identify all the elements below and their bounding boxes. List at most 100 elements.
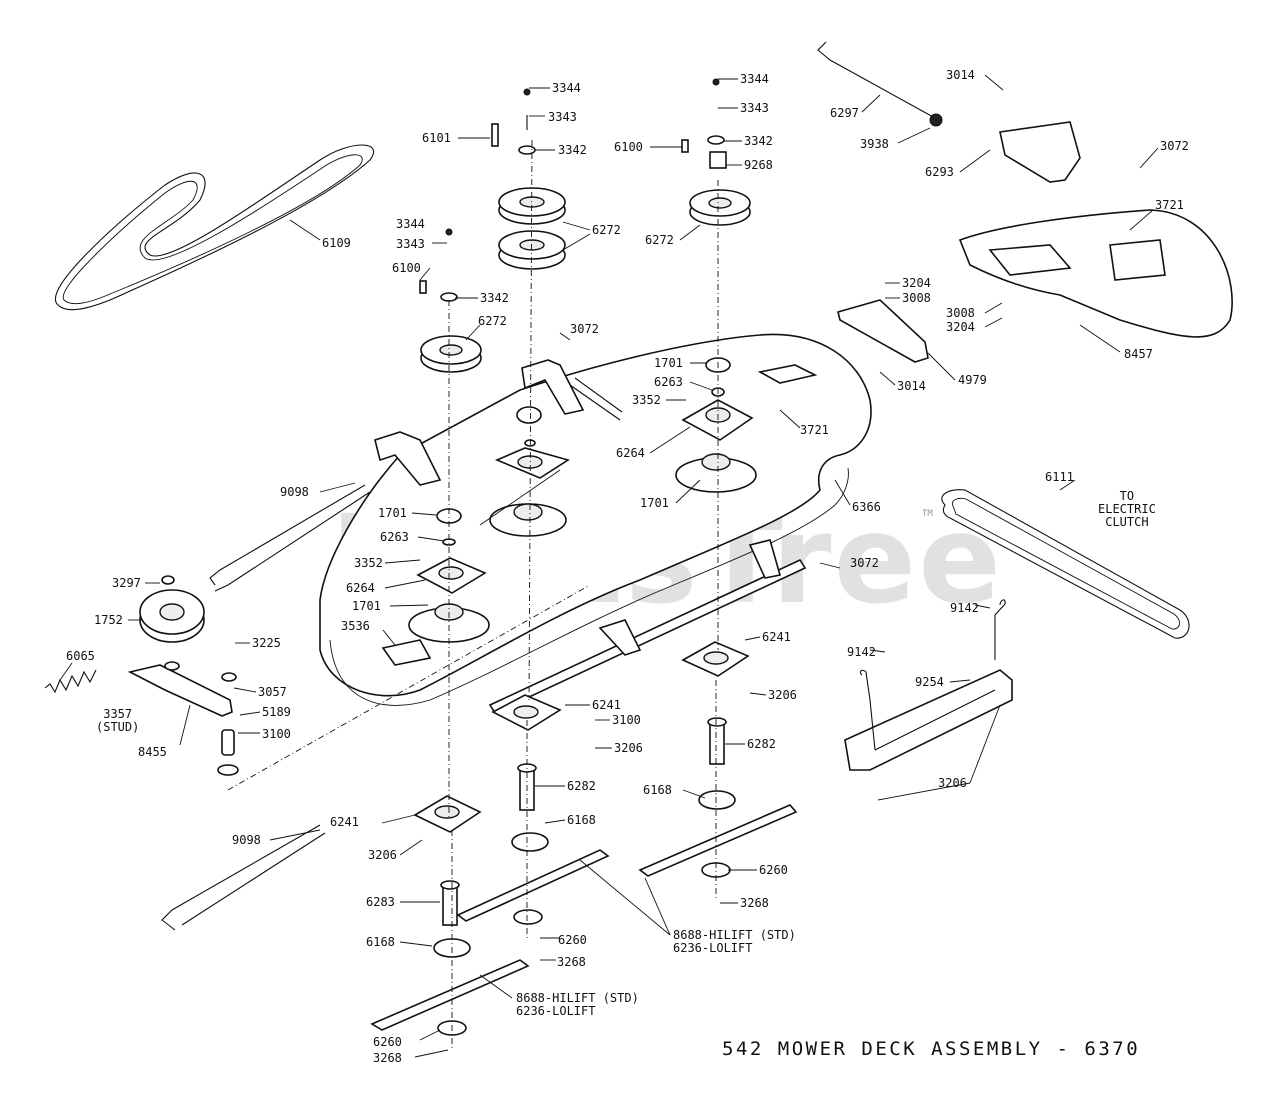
label-3342: 3342: [744, 134, 773, 148]
label-6168: 6168: [567, 813, 596, 827]
label-3206: 3206: [614, 741, 643, 755]
rear-hanger-bar: [488, 539, 807, 715]
label-6100: 6100: [392, 261, 421, 275]
label-6366: 6366: [852, 500, 881, 514]
label-3343: 3343: [548, 110, 577, 124]
label-3352: 3352: [354, 556, 383, 570]
label-1701: 1701: [352, 599, 381, 613]
label-9098: 9098: [232, 833, 261, 847]
label-3297: 3297: [112, 576, 141, 590]
label-6241: 6241: [762, 630, 791, 644]
belt-cover-assembly: [817, 41, 1233, 363]
blade-right-note: 8688-HILIFT (STD) 6236-LOLIFT: [673, 929, 796, 955]
part-labels: 3344 3343 3342 6101 3344 3343 3342 6100 …: [66, 68, 1189, 1065]
label-3344: 3344: [740, 72, 769, 86]
label-8455: 8455: [138, 745, 167, 759]
label-6297: 6297: [830, 106, 859, 120]
label-9268: 9268: [744, 158, 773, 172]
right-pulleys: [675, 78, 757, 493]
lower-spindles: [370, 641, 798, 1036]
label-3225: 3225: [252, 636, 281, 650]
label-3204: 3204: [946, 320, 975, 334]
label-3344: 3344: [552, 81, 581, 95]
label-3938: 3938: [860, 137, 889, 151]
label-3100: 3100: [262, 727, 291, 741]
label-3008: 3008: [902, 291, 931, 305]
label-6260: 6260: [373, 1035, 402, 1049]
note-line: 8688-HILIFT (STD): [673, 928, 796, 942]
label-6241: 6241: [592, 698, 621, 712]
electric-clutch-note: TO ELECTRIC CLUTCH: [1098, 490, 1156, 529]
right-hanger-9254: [844, 599, 1013, 771]
label-6111: 6111: [1045, 470, 1074, 484]
label-3344: 3344: [396, 217, 425, 231]
idler-pulley-1752: [44, 575, 239, 776]
label-6109: 6109: [322, 236, 351, 250]
label-6272: 6272: [645, 233, 674, 247]
label-6260: 6260: [759, 863, 788, 877]
note-line: 8688-HILIFT (STD): [516, 991, 639, 1005]
label-5189: 5189: [262, 705, 291, 719]
label-9142: 9142: [847, 645, 876, 659]
note-line: TO: [1119, 489, 1135, 503]
label-1701: 1701: [654, 356, 683, 370]
label-8457: 8457: [1124, 347, 1153, 361]
label-3343: 3343: [740, 101, 769, 115]
label-6282: 6282: [567, 779, 596, 793]
label-3072: 3072: [850, 556, 879, 570]
stud-note: 3357 (STUD): [96, 708, 139, 734]
label-6241: 6241: [330, 815, 359, 829]
label-6168: 6168: [643, 783, 672, 797]
label-6263: 6263: [654, 375, 683, 389]
note-line: CLUTCH: [1105, 515, 1149, 529]
label-3014: 3014: [946, 68, 975, 82]
note-line: 6236-LOLIFT: [673, 941, 753, 955]
note-line: (STUD): [96, 720, 140, 734]
label-3352: 3352: [632, 393, 661, 407]
label-6260: 6260: [558, 933, 587, 947]
label-3206-left: 3206: [368, 848, 397, 862]
label-3057: 3057: [258, 685, 287, 699]
label-6272: 6272: [592, 223, 621, 237]
label-6264: 6264: [346, 581, 375, 595]
label-3072: 3072: [570, 322, 599, 336]
blade-left-note: 8688-HILIFT (STD) 6236-LOLIFT: [516, 992, 639, 1018]
label-3536: 3536: [341, 619, 370, 633]
note-line: 6236-LOLIFT: [516, 1004, 596, 1018]
label-3008: 3008: [946, 306, 975, 320]
label-6065: 6065: [66, 649, 95, 663]
label-6168: 6168: [366, 935, 395, 949]
label-6264: 6264: [616, 446, 645, 460]
pins: [419, 123, 689, 294]
label-3342: 3342: [558, 143, 587, 157]
label-6282: 6282: [747, 737, 776, 751]
label-3206: 3206: [768, 688, 797, 702]
note-line: 3357: [103, 707, 133, 721]
label-3206: 3206: [938, 776, 967, 790]
label-3268: 3268: [557, 955, 586, 969]
label-6272: 6272: [478, 314, 507, 328]
label-3342: 3342: [480, 291, 509, 305]
label-3721: 3721: [1155, 198, 1184, 212]
label-1701: 1701: [378, 506, 407, 520]
label-6283: 6283: [366, 895, 395, 909]
label-3721: 3721: [800, 423, 829, 437]
clutch-belt-6111: [941, 489, 1190, 639]
label-6263: 6263: [380, 530, 409, 544]
note-line: ELECTRIC: [1098, 502, 1156, 516]
label-9254: 9254: [915, 675, 944, 689]
lift-rods-9098: [161, 484, 371, 931]
label-6100: 6100: [614, 140, 643, 154]
label-9142: 9142: [950, 601, 979, 615]
label-3204: 3204: [902, 276, 931, 290]
label-1752: 1752: [94, 613, 123, 627]
diagram-title: 542 MOWER DECK ASSEMBLY - 6370: [722, 1038, 1141, 1060]
label-3072: 3072: [1160, 139, 1189, 153]
label-1701: 1701: [640, 496, 669, 510]
label-3268: 3268: [740, 896, 769, 910]
label-3343: 3343: [396, 237, 425, 251]
drive-belt-6109: [55, 144, 374, 311]
label-9098: 9098: [280, 485, 309, 499]
label-3014: 3014: [897, 379, 926, 393]
